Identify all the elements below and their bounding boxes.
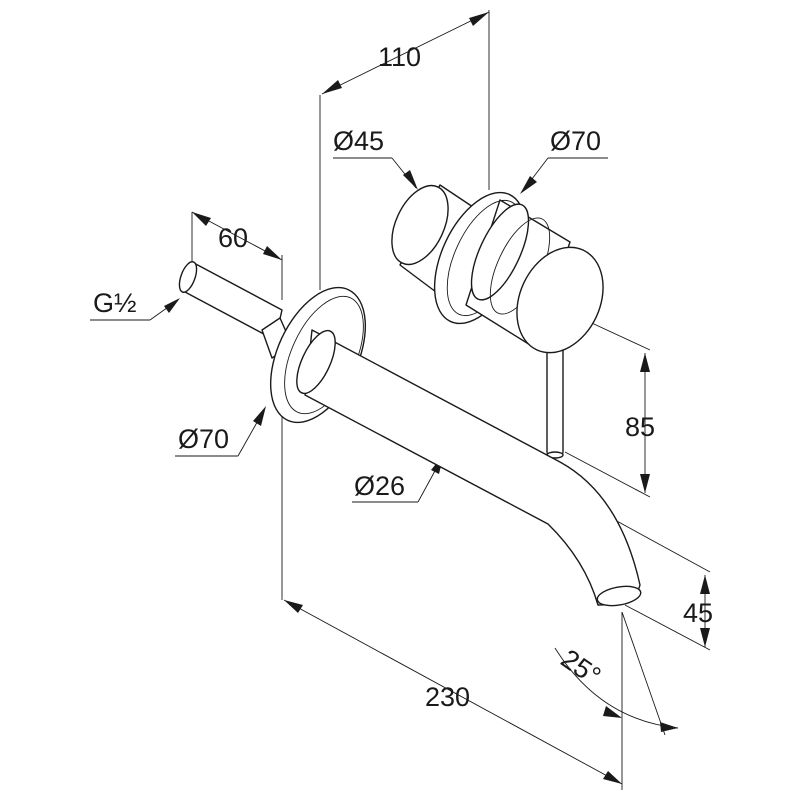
label-dia-70-lower: Ø70 bbox=[178, 424, 229, 454]
label-angle-25: 25° bbox=[556, 643, 607, 691]
spout-arm bbox=[305, 330, 640, 605]
label-thread: G½ bbox=[93, 288, 137, 318]
extension-lines bbox=[192, 10, 710, 790]
label-45: 45 bbox=[683, 598, 713, 628]
lever bbox=[547, 340, 563, 455]
label-85: 85 bbox=[625, 412, 655, 442]
label-230: 230 bbox=[425, 682, 470, 712]
label-60: 60 bbox=[218, 223, 248, 253]
dimension-lines bbox=[192, 12, 710, 784]
label-dia-70-upper: Ø70 bbox=[550, 126, 601, 156]
label-dia-26: Ø26 bbox=[354, 471, 405, 501]
label-110: 110 bbox=[378, 42, 421, 72]
label-dia-45: Ø45 bbox=[333, 126, 384, 156]
dimension-labels: 110 Ø45 Ø70 60 G½ Ø70 85 Ø26 45 25° 230 bbox=[93, 42, 713, 712]
